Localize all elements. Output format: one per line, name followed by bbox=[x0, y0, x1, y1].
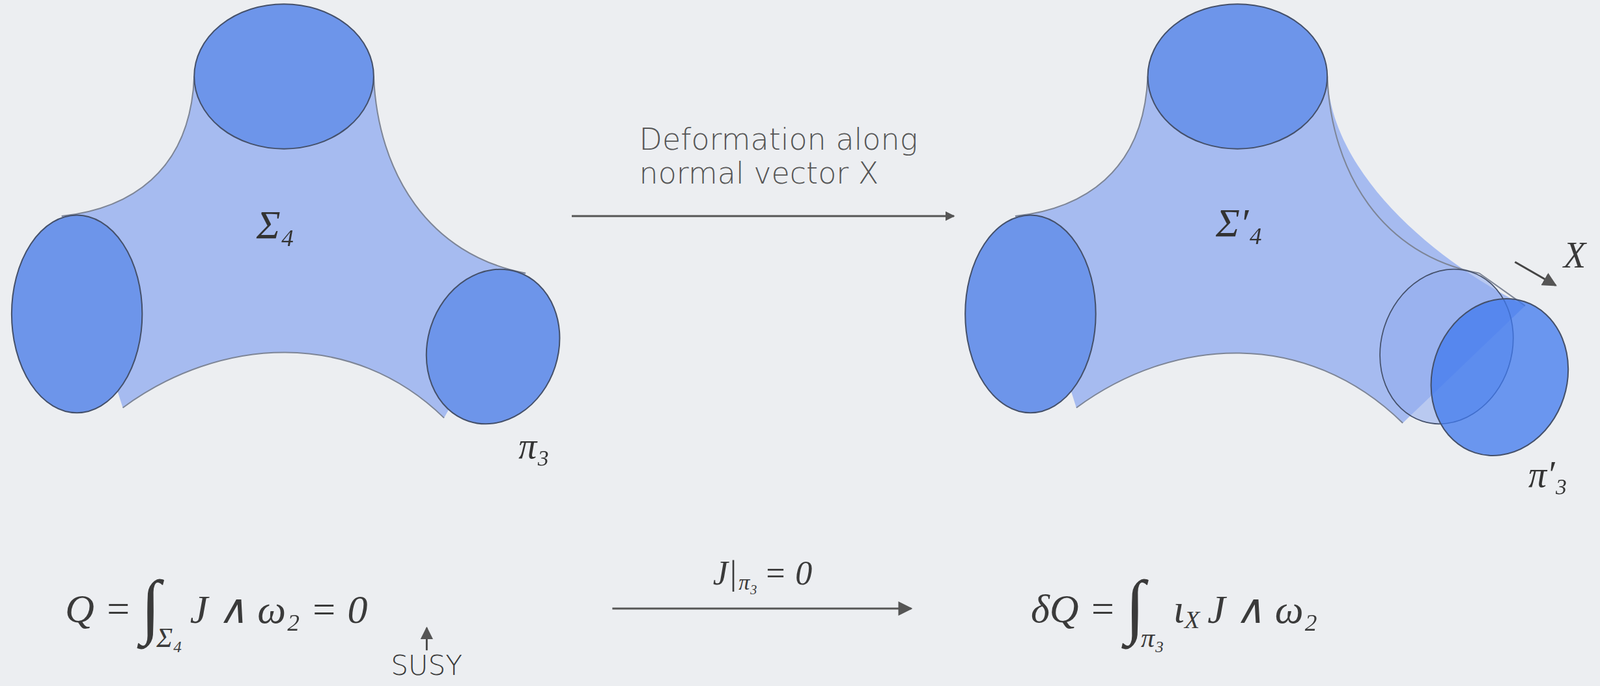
deformation-arrow bbox=[571, 215, 955, 218]
equation-part: δQ = bbox=[1030, 586, 1117, 633]
equation-part: Q = bbox=[65, 586, 132, 633]
note: SUSY bbox=[390, 649, 463, 682]
equation-part: J ∧ ω₂ bbox=[1207, 585, 1318, 633]
vector-label: X bbox=[1563, 234, 1586, 277]
condition-label: J|π₃= 0 bbox=[713, 554, 813, 593]
surface-right bbox=[965, 3, 1589, 474]
boundary-label: π′₃ bbox=[1528, 453, 1568, 496]
susy-arrow bbox=[425, 628, 428, 651]
susy-note: SUSY bbox=[390, 649, 463, 682]
boundary-label: π₃ bbox=[518, 425, 550, 467]
equation-q: Q =∫Σ₄J ∧ ω₂ = 0 bbox=[65, 567, 368, 651]
implication-arrow bbox=[612, 607, 912, 610]
equation-part: ι bbox=[1173, 586, 1185, 633]
normal-vector-label: X bbox=[1563, 234, 1586, 277]
surface-node: Σ′₄π′₃ bbox=[959, 3, 1585, 492]
surface-node: Σ₄ π₃ bbox=[6, 3, 567, 473]
restriction-subscript: π₃ bbox=[738, 569, 758, 595]
integral-domain: π₃ bbox=[1140, 621, 1165, 654]
equation-part: J| bbox=[713, 554, 738, 593]
equation-dq: δQ =∫π₃ιXJ ∧ ω₂ bbox=[1030, 567, 1318, 651]
surface-label: Σ′₄ bbox=[1215, 199, 1263, 247]
equation-part: = 0 bbox=[763, 554, 813, 593]
equation-part: J ∧ ω₂ = 0 bbox=[190, 585, 368, 633]
contraction-subscript: X bbox=[1184, 604, 1200, 634]
edge-label: Deformation along normal vector X bbox=[639, 122, 940, 191]
integral-domain: Σ₄ bbox=[156, 621, 183, 654]
surface-label: Σ₄ bbox=[256, 201, 295, 249]
surface-left bbox=[11, 3, 580, 442]
